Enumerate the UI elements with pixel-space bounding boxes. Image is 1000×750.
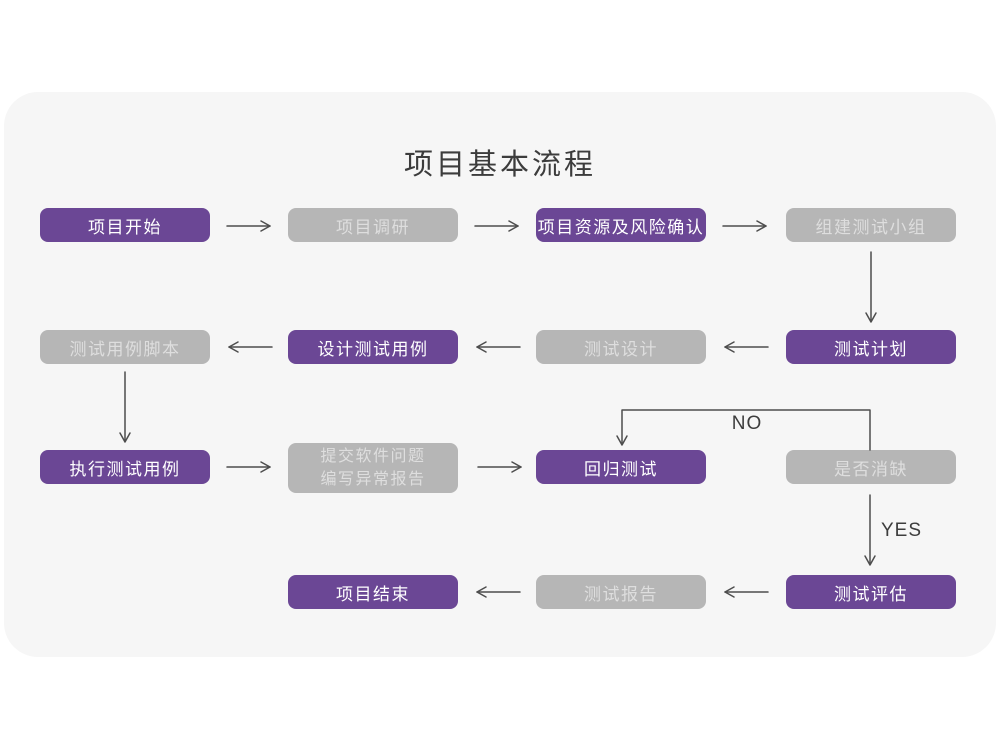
flow-node-design-test-cases: 设计测试用例 [288,330,458,364]
branch-label-no: NO [731,413,763,434]
flow-node-run-test-cases: 执行测试用例 [40,450,210,484]
flow-node-submit-issue-report: 提交软件问题 编写异常报告 [288,443,458,493]
flow-node-defect-cleared: 是否消缺 [786,450,956,484]
flowchart-card [4,92,996,657]
flow-node-project-start: 项目开始 [40,208,210,242]
flow-node-test-plan: 测试计划 [786,330,956,364]
flow-node-project-end: 项目结束 [288,575,458,609]
branch-label-yes: YES [881,520,923,541]
flow-node-resources-risk: 项目资源及风险确认 [536,208,706,242]
flow-node-test-design: 测试设计 [536,330,706,364]
flow-node-test-case-script: 测试用例脚本 [40,330,210,364]
flow-node-test-report: 测试报告 [536,575,706,609]
flow-node-line-1: 提交软件问题 [320,448,426,465]
page-title: 项目基本流程 [403,149,596,181]
flow-node-test-evaluation: 测试评估 [786,575,956,609]
flow-node-project-research: 项目调研 [288,208,458,242]
flow-node-line-2: 编写异常报告 [320,471,426,488]
flow-node-regression-test: 回归测试 [536,450,706,484]
flow-node-build-test-team: 组建测试小组 [786,208,956,242]
